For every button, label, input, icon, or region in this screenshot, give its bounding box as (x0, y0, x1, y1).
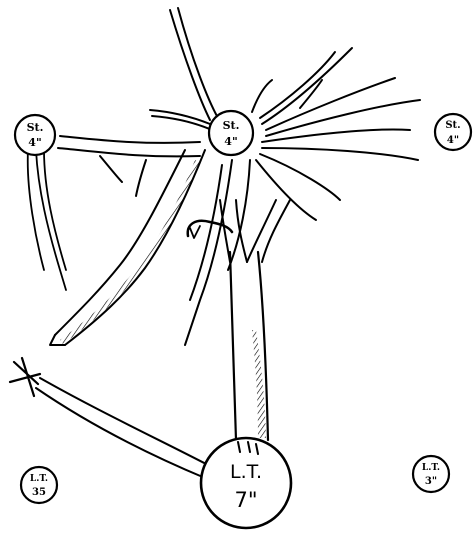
node-lt-main-size: 7" (234, 488, 257, 512)
node-lt-right-name: L.T. (422, 463, 440, 473)
node-st-right: St. 4" (435, 114, 471, 150)
node-st-center-name: St. (223, 119, 240, 132)
branch-lt-to-left (10, 358, 210, 478)
node-lt-right: L.T. 3" (413, 456, 449, 492)
root-curl-arrow (190, 226, 200, 238)
node-st-left-name: St. (27, 121, 44, 134)
node-st-right-name: St. (445, 120, 460, 131)
node-lt-left-name: L.T. (30, 474, 48, 484)
main-trunk (220, 200, 290, 440)
node-st-left-size: 4" (28, 136, 41, 149)
node-st-center: St. 4" (209, 111, 253, 155)
node-st-left: St. 4" (15, 115, 55, 155)
left-spokes (150, 110, 212, 130)
node-lt-left-size: 35 (32, 487, 46, 498)
node-st-center-size: 4" (224, 135, 237, 148)
node-lt-main-name: L.T. (230, 461, 262, 483)
node-lt-right-size: 3" (425, 476, 437, 487)
lower-left-branch (50, 150, 205, 345)
node-lt-left: L.T. 35 (21, 467, 57, 503)
thin-lines-center (170, 8, 250, 345)
upper-right-spokes (252, 48, 420, 220)
node-st-right-size: 4" (447, 135, 459, 146)
node-lt-main: L.T. 7" (201, 438, 291, 528)
